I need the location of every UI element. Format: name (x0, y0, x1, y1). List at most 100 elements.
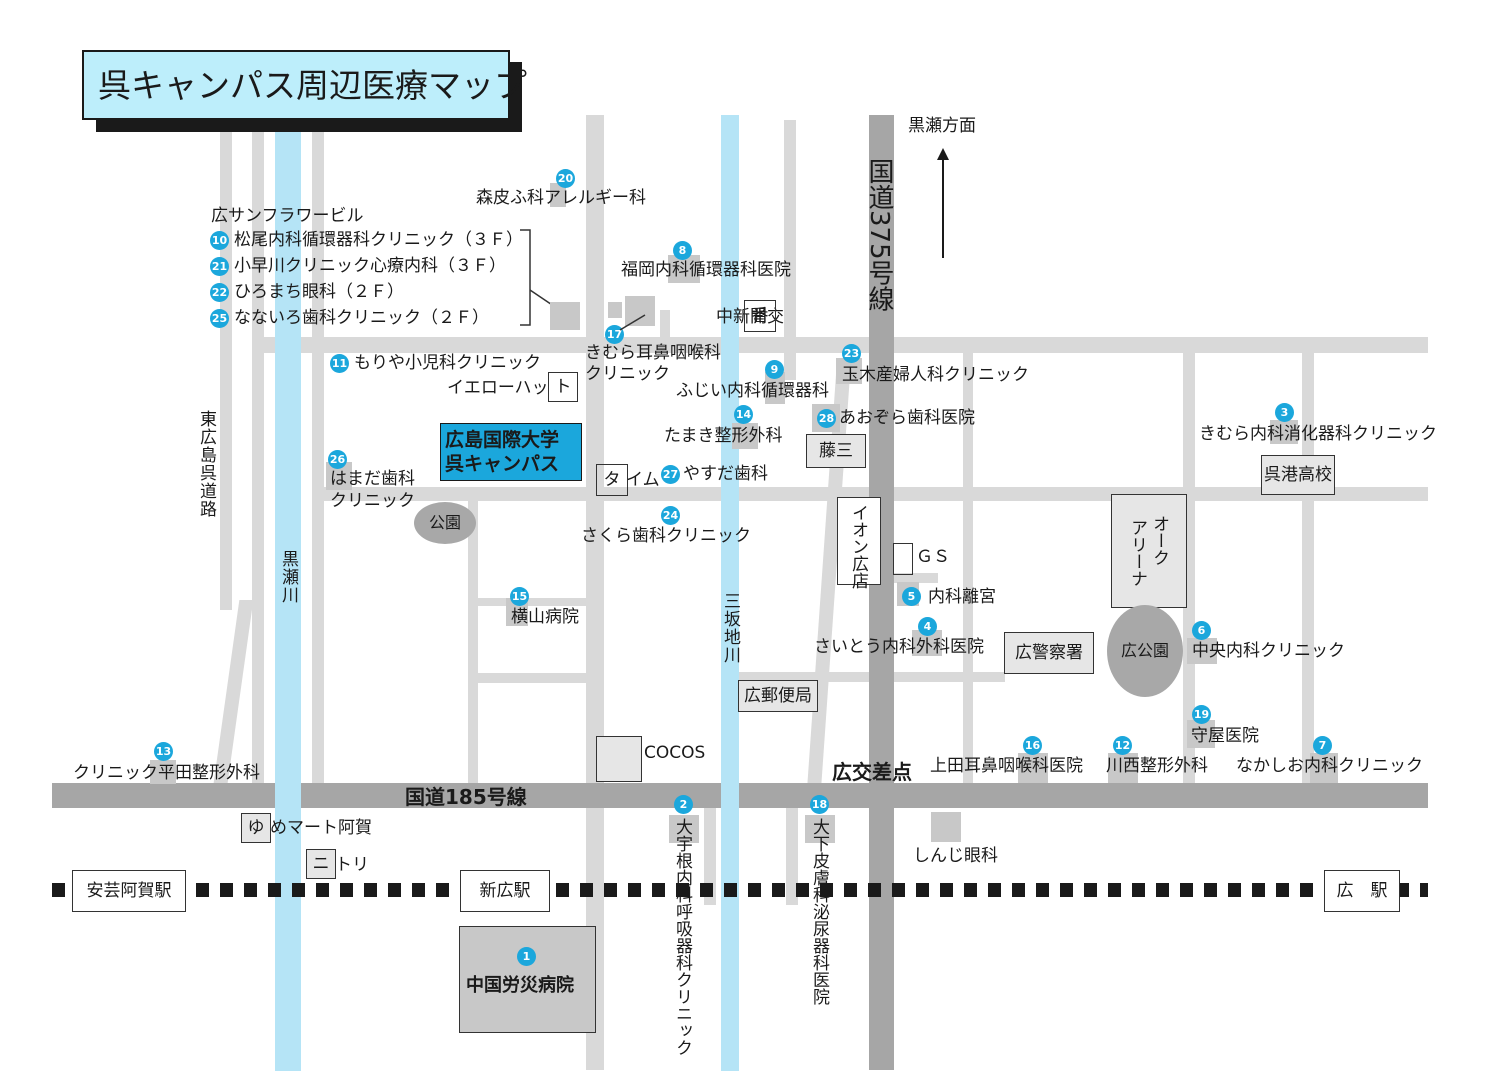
clinic-3-name: きむら内科消化器科クリニック (1199, 424, 1437, 444)
nitori-box[interactable]: ニ (306, 849, 336, 879)
clinic-14-name: たまき整形外科 (664, 426, 783, 446)
clinic-6-name: 中央内科クリニック (1192, 641, 1345, 661)
yellowhat-box[interactable]: ト (548, 372, 578, 402)
building-6[interactable] (1187, 638, 1217, 664)
station-aki-aga[interactable]: 安芸阿賀駅 (72, 870, 186, 912)
building-3[interactable] (1270, 420, 1298, 444)
pin-8[interactable]: 8 (673, 241, 692, 260)
building-shinji[interactable] (931, 812, 961, 842)
pin-19[interactable]: 19 (1192, 705, 1211, 724)
campus-box[interactable]: 広島国際大学 呉キャンパス (440, 423, 582, 481)
pin-7[interactable]: 7 (1313, 736, 1332, 755)
hiro-park-name: 広公園 (1120, 641, 1169, 660)
label-route-185: 国道185号線 (405, 785, 527, 809)
building-9[interactable] (765, 372, 785, 404)
aeon-box[interactable]: イオン広店 (837, 497, 881, 589)
station-shinhiro[interactable]: 新広駅 (460, 870, 550, 912)
clinic-16-name: 上田耳鼻咽喉科医院 (930, 756, 1083, 776)
pin-23[interactable]: 23 (842, 344, 861, 363)
pin-3[interactable]: 3 (1275, 403, 1294, 422)
yume-box[interactable]: ゆ (241, 813, 271, 843)
pin-26[interactable]: 26 (328, 450, 347, 469)
sunflower-building[interactable] (550, 302, 580, 330)
pin-2[interactable]: 2 (674, 795, 693, 814)
police-box-name: 中新開交 (716, 307, 784, 327)
time-box[interactable]: タ (596, 464, 628, 496)
pin-5[interactable]: 5 (902, 587, 921, 606)
building-1[interactable]: 1 中国労災病院 (459, 926, 596, 1033)
road-v-left-3 (312, 120, 324, 790)
road-v-campus (586, 115, 604, 1070)
clinic-25-name: なないろ歯科クリニック（２Ｆ） (234, 308, 489, 328)
fujisan-box[interactable]: 藤三 (806, 434, 866, 468)
pin-27[interactable]: 27 (661, 465, 680, 484)
oak-arena-name-1: オーク (1149, 515, 1169, 566)
building-17[interactable] (625, 296, 655, 326)
building-20[interactable] (550, 183, 566, 207)
time-name: イム (626, 470, 660, 490)
pin-6[interactable]: 6 (1192, 621, 1211, 640)
building-12[interactable] (1108, 753, 1138, 783)
pin-12[interactable]: 12 (1113, 736, 1132, 755)
pin-9[interactable]: 9 (765, 360, 784, 379)
building-16[interactable] (1018, 753, 1048, 783)
pin-22[interactable]: 22 (210, 283, 229, 302)
building-19[interactable] (1187, 720, 1215, 748)
label-kurose-river: 黒瀬川 (278, 550, 298, 604)
clinic-5-name: 内科離宮 (928, 587, 996, 607)
pin-25[interactable]: 25 (210, 309, 229, 328)
pin-18[interactable]: 18 (810, 795, 829, 814)
road-v-east-2 (1183, 350, 1195, 790)
aeon-name: イオン広店 (848, 504, 868, 589)
cocos-name: COCOS (644, 743, 706, 763)
hiro-park[interactable]: 広公園 (1107, 605, 1183, 697)
building-14[interactable] (732, 423, 758, 449)
clinic-19-name: 守屋医院 (1191, 726, 1259, 746)
pin-20[interactable]: 20 (556, 169, 575, 188)
road-375 (869, 115, 894, 1070)
building-2[interactable] (669, 815, 699, 843)
nitori-name: トリ (335, 855, 369, 875)
oak-arena-box[interactable]: オーク アリーナ (1111, 494, 1187, 608)
pin-14[interactable]: 14 (734, 405, 753, 424)
police-station-box[interactable]: 広警察署 (1004, 632, 1094, 674)
road-h-yokoyama (478, 598, 588, 606)
station-hiro[interactable]: 広 駅 (1324, 870, 1400, 912)
pin-11[interactable]: 11 (330, 354, 349, 373)
pin-4[interactable]: 4 (918, 617, 937, 636)
road-v-east-3 (1302, 350, 1314, 790)
road-v-far-left (220, 120, 232, 610)
road-v-left-2 (252, 120, 264, 790)
pin-1[interactable]: 1 (517, 947, 536, 966)
pin-13[interactable]: 13 (154, 742, 173, 761)
campus-name-2: 呉キャンパス (445, 453, 560, 475)
leader-17 (619, 314, 646, 331)
title-box: 呉キャンパス周辺医療マップ (82, 50, 527, 120)
pin-24[interactable]: 24 (661, 506, 680, 525)
direction-label: 黒瀬方面 (908, 116, 976, 136)
map-title: 呉キャンパス周辺医療マップ (98, 66, 527, 105)
clinic-2-name: 大宇根内科呼吸器科クリニック (672, 818, 692, 1056)
building-18[interactable] (805, 815, 835, 843)
pin-28[interactable]: 28 (817, 409, 836, 428)
pin-21[interactable]: 21 (210, 257, 229, 276)
building-17b[interactable] (608, 302, 622, 318)
gs-box[interactable] (893, 543, 913, 575)
pin-17[interactable]: 17 (605, 325, 624, 344)
road-v-mid-a (468, 500, 478, 790)
pin-15[interactable]: 15 (510, 587, 529, 606)
clinic-20-name: 森皮ふ科アレルギー科 (476, 188, 646, 208)
building-13[interactable] (150, 760, 176, 784)
label-route-375: 国道375号線 (864, 158, 894, 312)
pin-10[interactable]: 10 (210, 231, 229, 250)
building-7[interactable] (1310, 753, 1338, 783)
label-misaka-river: 三坂地川 (720, 592, 740, 664)
cocos-box[interactable] (596, 736, 642, 782)
post-office-box[interactable]: 広郵便局 (738, 680, 818, 712)
police-box[interactable]: 番 (744, 300, 776, 332)
park[interactable]: 公園 (414, 502, 476, 544)
kure-high-box[interactable]: 呉港高校 (1261, 455, 1335, 495)
pin-16[interactable]: 16 (1023, 736, 1042, 755)
oak-arena-name-2: アリーナ (1127, 519, 1147, 587)
road-h-lower-left (470, 673, 595, 683)
